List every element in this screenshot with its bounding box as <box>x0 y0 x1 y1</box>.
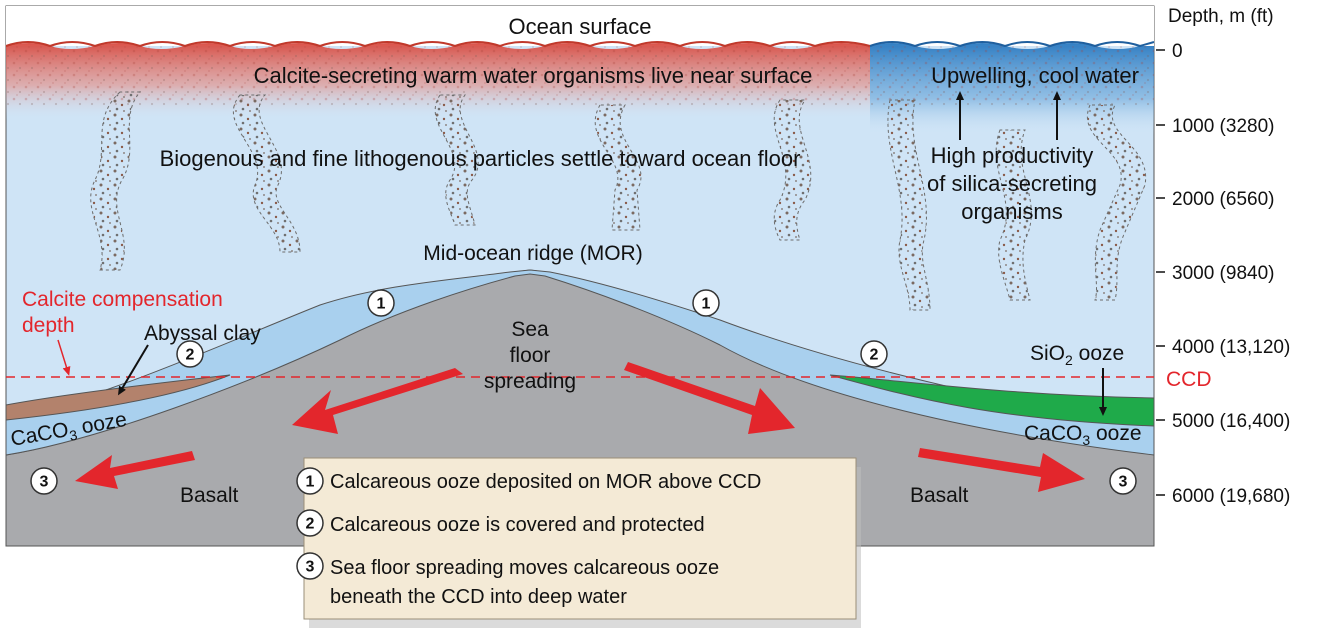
legend-item-1: 1 Calcareous ooze deposited on MOR above… <box>296 467 761 495</box>
pointer-ccd <box>57 339 71 376</box>
badge-2-left: 2 <box>176 340 204 368</box>
svg-text:Sea floor spreading moves calc: Sea floor spreading moves calcareous ooz… <box>330 557 719 579</box>
label-mor: Mid-ocean ridge (MOR) <box>423 242 642 265</box>
svg-text:1: 1 <box>306 474 315 491</box>
svg-text:Calcareous ooze is covered and: Calcareous ooze is covered and protected <box>330 514 705 536</box>
label-high-productivity-1: High productivity <box>931 143 1094 168</box>
svg-text:3: 3 <box>306 559 315 576</box>
depth-tick-4: 4000 (13,120) <box>1172 337 1290 358</box>
legend-item-3: 3 Sea floor spreading moves calcareous o… <box>296 552 719 608</box>
label-caco3-right: CaCO3 ooze <box>1024 422 1142 448</box>
label-ccd-term-1: Calcite compensation <box>22 288 223 311</box>
svg-text:1: 1 <box>702 296 711 313</box>
label-settle: Biogenous and fine lithogenous particles… <box>160 146 801 171</box>
arrow-spread-right-lower <box>918 448 1085 492</box>
depth-axis-title: Depth, m (ft) <box>1168 6 1274 27</box>
plume-4 <box>594 104 642 231</box>
label-upwelling: Upwelling, cool water <box>931 63 1139 88</box>
pointer-abyssal-clay <box>117 344 149 396</box>
abyssal-clay-layer <box>5 374 231 421</box>
sky-band <box>6 6 1154 46</box>
label-spreading-2: floor <box>510 344 551 367</box>
plume-7 <box>995 129 1032 301</box>
arrow-spread-left-lower <box>75 451 195 489</box>
badge-3-right: 3 <box>1109 467 1137 495</box>
settling-particle-plumes <box>90 91 1147 311</box>
depth-tick-2: 2000 (6560) <box>1172 189 1274 210</box>
svg-text:1: 1 <box>377 296 386 313</box>
silica-ooze-layer <box>829 374 1155 427</box>
arrow-spread-right-upper <box>624 362 795 434</box>
svg-text:2: 2 <box>306 516 315 533</box>
svg-text:beneath the CCD into deep wate: beneath the CCD into deep water <box>330 586 627 608</box>
badge-1-left: 1 <box>367 289 395 317</box>
svg-text:2: 2 <box>870 347 879 364</box>
depth-tick-6: 6000 (19,680) <box>1172 486 1290 507</box>
depth-tick-1: 1000 (3280) <box>1172 116 1274 137</box>
label-spreading-3: spreading <box>484 370 576 393</box>
depth-tick-5: 5000 (16,400) <box>1172 411 1290 432</box>
label-sio2-ooze: SiO2 ooze <box>1030 342 1124 368</box>
label-high-productivity-3: organisms <box>961 199 1062 224</box>
plume-5 <box>773 99 812 241</box>
svg-text:2: 2 <box>186 347 195 364</box>
badge-2-right: 2 <box>860 340 888 368</box>
label-basalt-right: Basalt <box>910 484 969 507</box>
plume-1 <box>90 91 142 271</box>
plume-3 <box>434 94 479 226</box>
arrow-spread-left-upper <box>292 368 463 434</box>
label-high-productivity-2: of silica-secreting <box>927 171 1097 196</box>
wave-line-warm <box>5 41 871 48</box>
label-spreading-1: Sea <box>511 318 549 341</box>
plume-6 <box>887 99 931 311</box>
label-basalt-left: Basalt <box>180 484 239 507</box>
plume-2 <box>232 94 301 253</box>
label-ocean-surface: Ocean surface <box>508 14 651 39</box>
badge-1-right: 1 <box>692 289 720 317</box>
depth-tick-0: 0 <box>1172 41 1183 62</box>
wave-line-cool <box>869 41 1155 48</box>
depth-axis: Depth, m (ft) 0 1000 (3280) 2000 (6560) … <box>1156 6 1290 507</box>
label-abyssal-clay: Abyssal clay <box>144 322 261 345</box>
depth-tick-3: 3000 (9840) <box>1172 263 1274 284</box>
svg-text:3: 3 <box>40 474 49 491</box>
label-warm-water: Calcite-secreting warm water organisms l… <box>254 63 813 88</box>
svg-text:Calcareous ooze deposited on M: Calcareous ooze deposited on MOR above C… <box>330 471 761 493</box>
label-ccd-term-2: depth <box>22 314 75 337</box>
svg-text:3: 3 <box>1119 474 1128 491</box>
label-ccd: CCD <box>1166 368 1212 391</box>
plume-8 <box>1087 104 1147 301</box>
badge-3-left: 3 <box>30 467 58 495</box>
legend-item-2: 2 Calcareous ooze is covered and protect… <box>296 509 705 537</box>
spreading-arrows <box>75 362 1085 492</box>
legend-box: 1 Calcareous ooze deposited on MOR above… <box>296 457 861 628</box>
